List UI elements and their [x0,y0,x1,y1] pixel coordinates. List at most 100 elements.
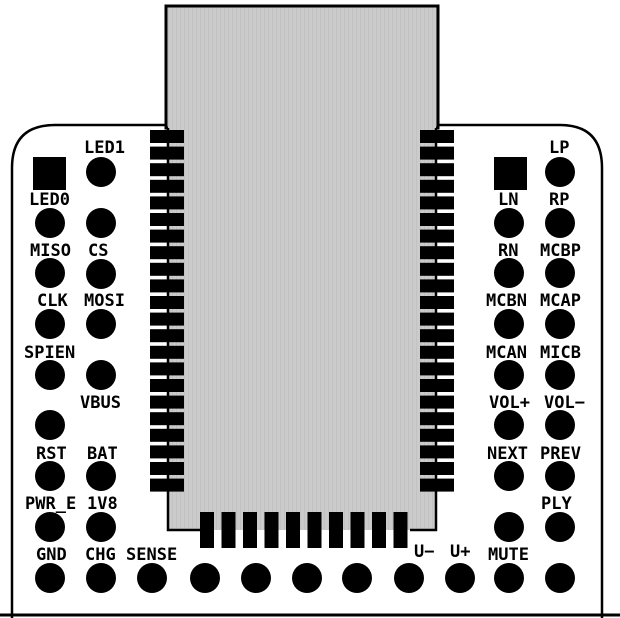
module-pad-left [150,296,184,309]
header-pad [494,512,524,542]
header-pad [86,512,116,542]
module-outline-right [410,128,438,532]
module-pad-left [150,395,184,409]
label-rp: RP [549,190,569,210]
module-pad-bottom [393,512,408,548]
label-chg: CHG [85,545,116,565]
module-pad-right [420,246,454,260]
label-1v8: 1V8 [87,494,118,514]
header-pad [545,309,575,339]
label-mcap: MCAP [540,291,581,311]
header-pad [35,258,65,288]
label-mcbn: MCBN [486,291,527,311]
header-pad [494,410,524,440]
header-pad-bottom [292,563,322,593]
module-pad-left [150,362,184,376]
header-pad [35,410,65,440]
module-pads-left [150,130,184,492]
module-pad-right [420,312,454,326]
module-pad-left [150,229,184,243]
module-pad-left [150,130,184,143]
header-pad [35,309,65,339]
module-pad-bottom [264,512,279,548]
module-pad-bottom [307,512,322,548]
label-led0: LED0 [29,190,70,210]
header-pad [86,563,116,593]
module-pad-right [420,395,454,409]
label-vol-plus: VOL+ [489,393,530,413]
module-pad-right [420,478,454,492]
module-pad-bottom [286,512,300,548]
module-body [168,125,436,530]
label-vbus: VBUS [80,393,121,413]
label-micb: MICB [540,343,581,363]
header-pad [545,208,575,238]
header-pad [86,360,116,390]
header-pad-bottom [241,563,271,593]
module-pad-right [420,163,454,177]
module-pad-left [150,279,184,293]
label-mosi: MOSI [84,291,125,311]
module-pad-bottom [329,512,343,548]
label-spien: SPIEN [24,343,75,363]
header-pad [545,157,575,187]
module-outline [166,128,200,532]
module-pad-right [420,262,454,276]
label-gnd: GND [36,545,67,565]
header-pad-bottom [190,563,220,593]
module-pad-right [420,179,454,193]
label-u-plus: U+ [450,542,470,562]
label-ply: PLY [541,494,572,514]
module-pad-right [420,229,454,243]
label-led1: LED1 [84,138,125,158]
header-pad [545,258,575,288]
label-lp: LP [549,138,569,158]
label-vol-minus: VOL− [544,393,585,413]
module-pad-bottom [200,512,214,548]
header-pad-bottom [137,563,167,593]
module-pad-right [420,329,454,343]
module-pad-right [420,462,454,475]
header-pad [35,563,65,593]
header-pad [86,157,116,187]
header-pad-bottom [445,563,475,593]
module-pad-left [150,445,184,459]
module-pad-bottom [350,512,365,548]
module-pad-right [420,213,454,226]
label-next: NEXT [487,444,528,464]
label-pwr-e: PWR_E [25,494,76,514]
header-pad [545,360,575,390]
square-pad-left [33,157,66,190]
header-pad [545,563,575,593]
header-pad [86,259,116,289]
header-pad [494,461,524,491]
header-pad [545,461,575,491]
header-pad [494,563,524,593]
label-mcbp: MCBP [540,241,581,261]
module-pad-left [150,478,184,492]
module-pad-left [150,213,184,226]
module-pad-bottom [243,512,257,548]
header-pad [86,461,116,491]
header-pads [35,157,575,593]
module-pad-right [420,196,454,210]
module-pad-left [150,246,184,260]
module-pad-left [150,462,184,475]
module-pads-right [420,130,454,492]
module-pad-right [420,445,454,459]
module-pad-left [150,345,184,359]
module-pad-right [420,362,454,376]
module-pad-left [150,179,184,193]
header-pad [35,461,65,491]
label-bat: BAT [87,444,118,464]
label-cs: CS [88,241,108,261]
label-u-minus: U− [414,542,434,562]
label-rst: RST [36,444,67,464]
header-pad-bottom [342,563,372,593]
square-pad-right [494,157,527,190]
label-sense: SENSE [126,545,177,565]
module-pad-bottom [221,512,236,548]
header-pad [494,309,524,339]
module-pad-right [420,345,454,359]
